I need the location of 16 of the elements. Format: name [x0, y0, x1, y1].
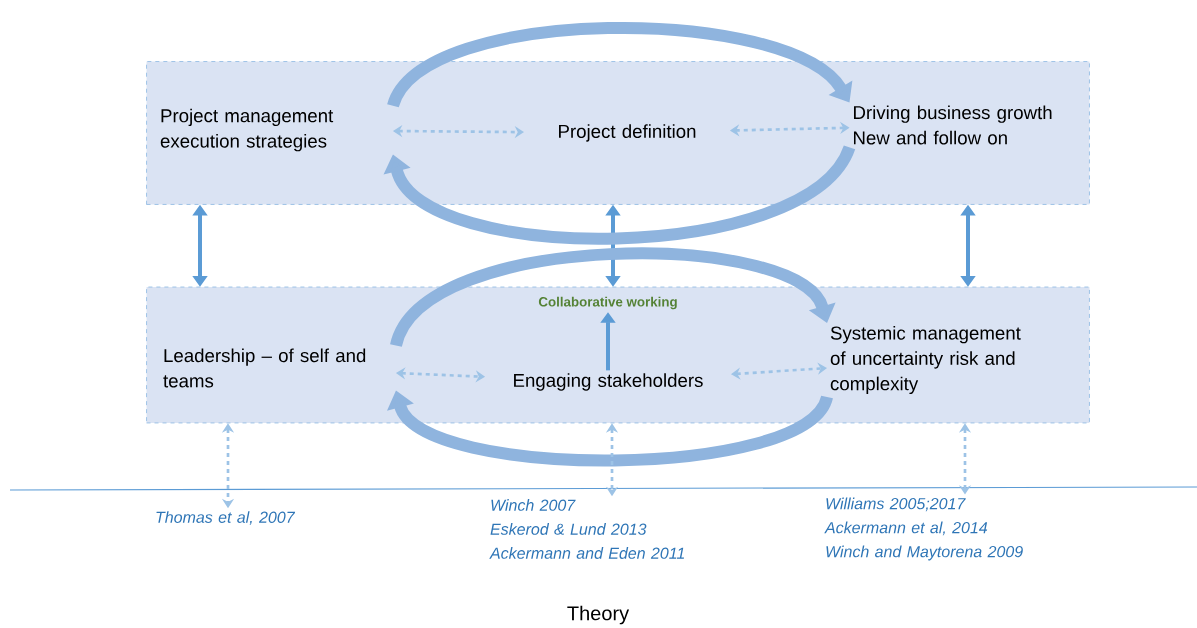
concept-label: Leadership – of self and teams — [163, 348, 366, 388]
curved-arrow — [387, 22, 853, 109]
concept-label: Project definition — [559, 124, 696, 142]
axis-label: Theory — [567, 605, 630, 625]
reference-list: Williams 2005;2017 Ackermann et al, 2014 Winch and Maytorena 2009 — [824, 497, 1023, 561]
reference-list: Thomas et al, 2007 — [156, 511, 296, 525]
caption-label: Collaborative working — [538, 296, 677, 310]
reference-list: Winch 2007 Eskerod & Lund 2013 Ackermann and Eden 2011 — [489, 499, 684, 559]
dashed-panel — [146, 286, 1090, 424]
concept-label: Engaging stakeholders — [514, 373, 703, 391]
curved-arrow — [383, 144, 855, 245]
concept-label: Project management execution strategies — [160, 108, 334, 152]
dashed-panel — [146, 61, 1090, 205]
curved-arrow — [390, 247, 836, 349]
concept-label: Driving business growth New and follow on — [854, 105, 1052, 145]
concept-label: Systemic management of uncertainty risk and complexity — [830, 325, 1021, 394]
